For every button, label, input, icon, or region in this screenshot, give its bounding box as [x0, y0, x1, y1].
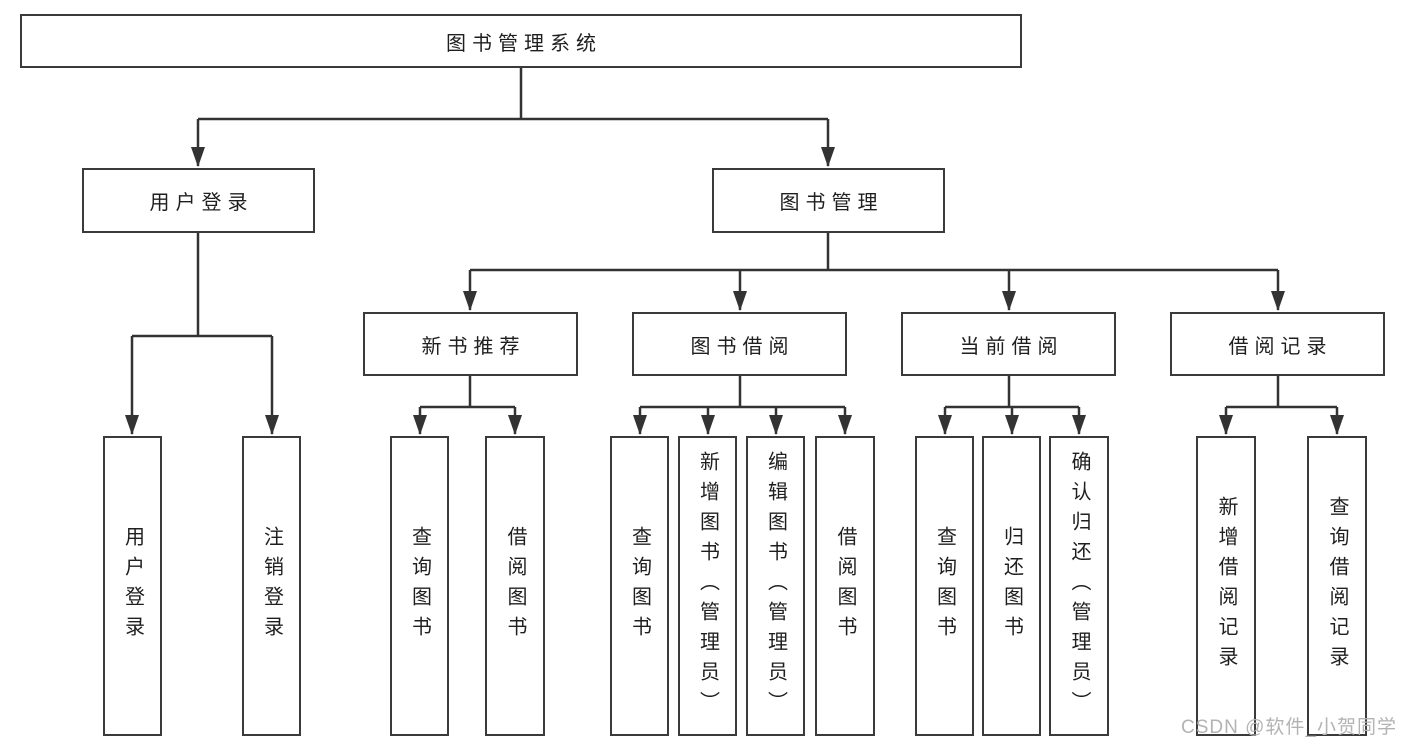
- leaf-borrow-add-books-admin: 新增图书（管理员）: [678, 436, 737, 736]
- leaf-user-login: 用户登录: [103, 436, 162, 736]
- leaf-records-add-record: 新增借阅记录: [1196, 436, 1256, 736]
- tree-skeleton-lines: [132, 68, 1337, 409]
- leaf-recommend-query-books: 查询图书: [390, 436, 449, 736]
- node-user-login: 用户登录: [82, 168, 315, 233]
- leaf-borrow-edit-books-admin: 编辑图书（管理员）: [746, 436, 805, 736]
- node-borrow-records: 借阅记录: [1170, 312, 1385, 376]
- leaf-borrow-borrow-books: 借阅图书: [815, 436, 875, 736]
- arrow-connectors: [125, 119, 1344, 435]
- node-root-system: 图书管理系统: [20, 14, 1022, 68]
- leaf-current-confirm-return-admin: 确认归还（管理员）: [1049, 436, 1109, 736]
- node-new-book-recommend: 新书推荐: [363, 312, 578, 376]
- node-current-borrow: 当前借阅: [901, 312, 1116, 376]
- leaf-current-return-books: 归还图书: [982, 436, 1041, 736]
- leaf-logout: 注销登录: [242, 436, 301, 736]
- leaf-current-query-books: 查询图书: [915, 436, 974, 736]
- leaf-records-query-record: 查询借阅记录: [1307, 436, 1367, 736]
- leaf-recommend-borrow-books: 借阅图书: [485, 436, 545, 736]
- node-book-borrow: 图书借阅: [632, 312, 847, 376]
- node-book-management: 图书管理: [712, 168, 945, 233]
- csdn-watermark: CSDN @软件_小贺同学: [1181, 717, 1397, 738]
- leaf-borrow-query-books: 查询图书: [610, 436, 669, 736]
